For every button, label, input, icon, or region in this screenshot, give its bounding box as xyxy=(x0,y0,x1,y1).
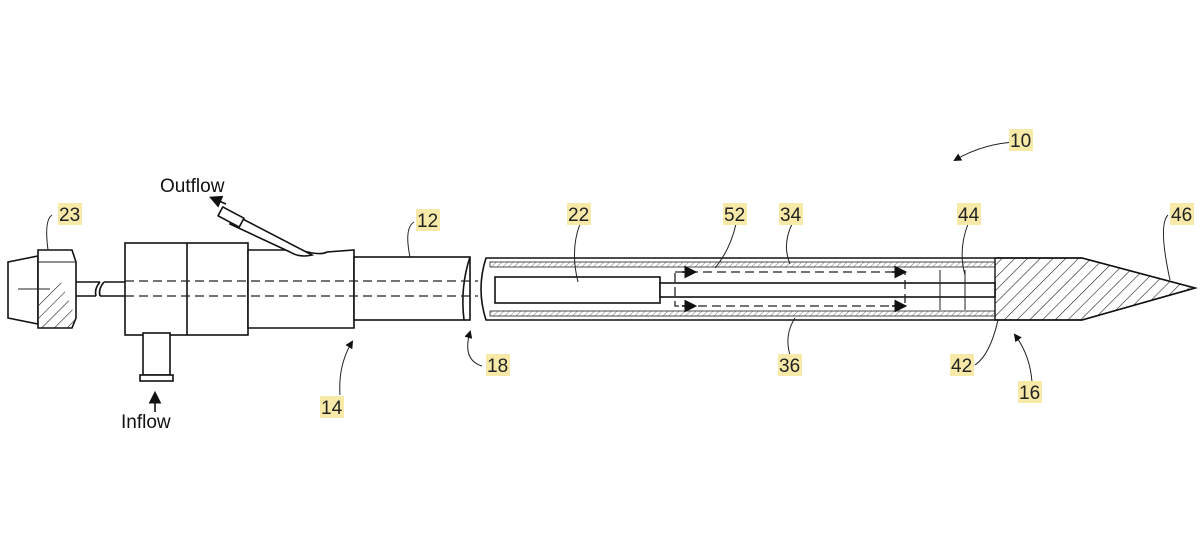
svg-text:44: 44 xyxy=(958,205,980,226)
svg-text:52: 52 xyxy=(724,205,745,226)
svg-text:14: 14 xyxy=(321,398,343,419)
svg-text:12: 12 xyxy=(417,211,438,232)
rod xyxy=(76,281,125,297)
svg-text:10: 10 xyxy=(1010,131,1031,152)
label-34: 34 xyxy=(779,203,803,226)
leader-lines xyxy=(46,141,1171,396)
label-16: 16 xyxy=(1018,381,1042,404)
outflow-arrow xyxy=(209,195,227,208)
inflow-label: Inflow xyxy=(121,412,171,433)
label-52: 52 xyxy=(723,203,747,226)
svg-text:23: 23 xyxy=(59,205,80,226)
label-10: 10 xyxy=(1009,129,1033,152)
element-52 xyxy=(674,271,906,307)
outflow-label: Outflow xyxy=(160,176,225,197)
label-14: 14 xyxy=(320,396,344,419)
label-23: 23 xyxy=(58,203,82,226)
svg-text:16: 16 xyxy=(1019,383,1040,404)
label-22: 22 xyxy=(567,203,591,226)
svg-text:34: 34 xyxy=(780,205,802,226)
label-12: 12 xyxy=(416,209,440,232)
label-18: 18 xyxy=(486,354,510,377)
label-44: 44 xyxy=(957,203,981,226)
label-36: 36 xyxy=(778,354,802,377)
svg-text:36: 36 xyxy=(779,356,800,377)
label-46: 46 xyxy=(1170,203,1194,226)
svg-text:46: 46 xyxy=(1171,205,1192,226)
connector-nut xyxy=(7,249,77,329)
svg-text:42: 42 xyxy=(951,356,972,377)
label-42: 42 xyxy=(950,354,974,377)
svg-text:22: 22 xyxy=(568,205,589,226)
svg-text:18: 18 xyxy=(487,356,508,377)
sheath xyxy=(480,257,1199,321)
handle-body xyxy=(124,205,478,382)
